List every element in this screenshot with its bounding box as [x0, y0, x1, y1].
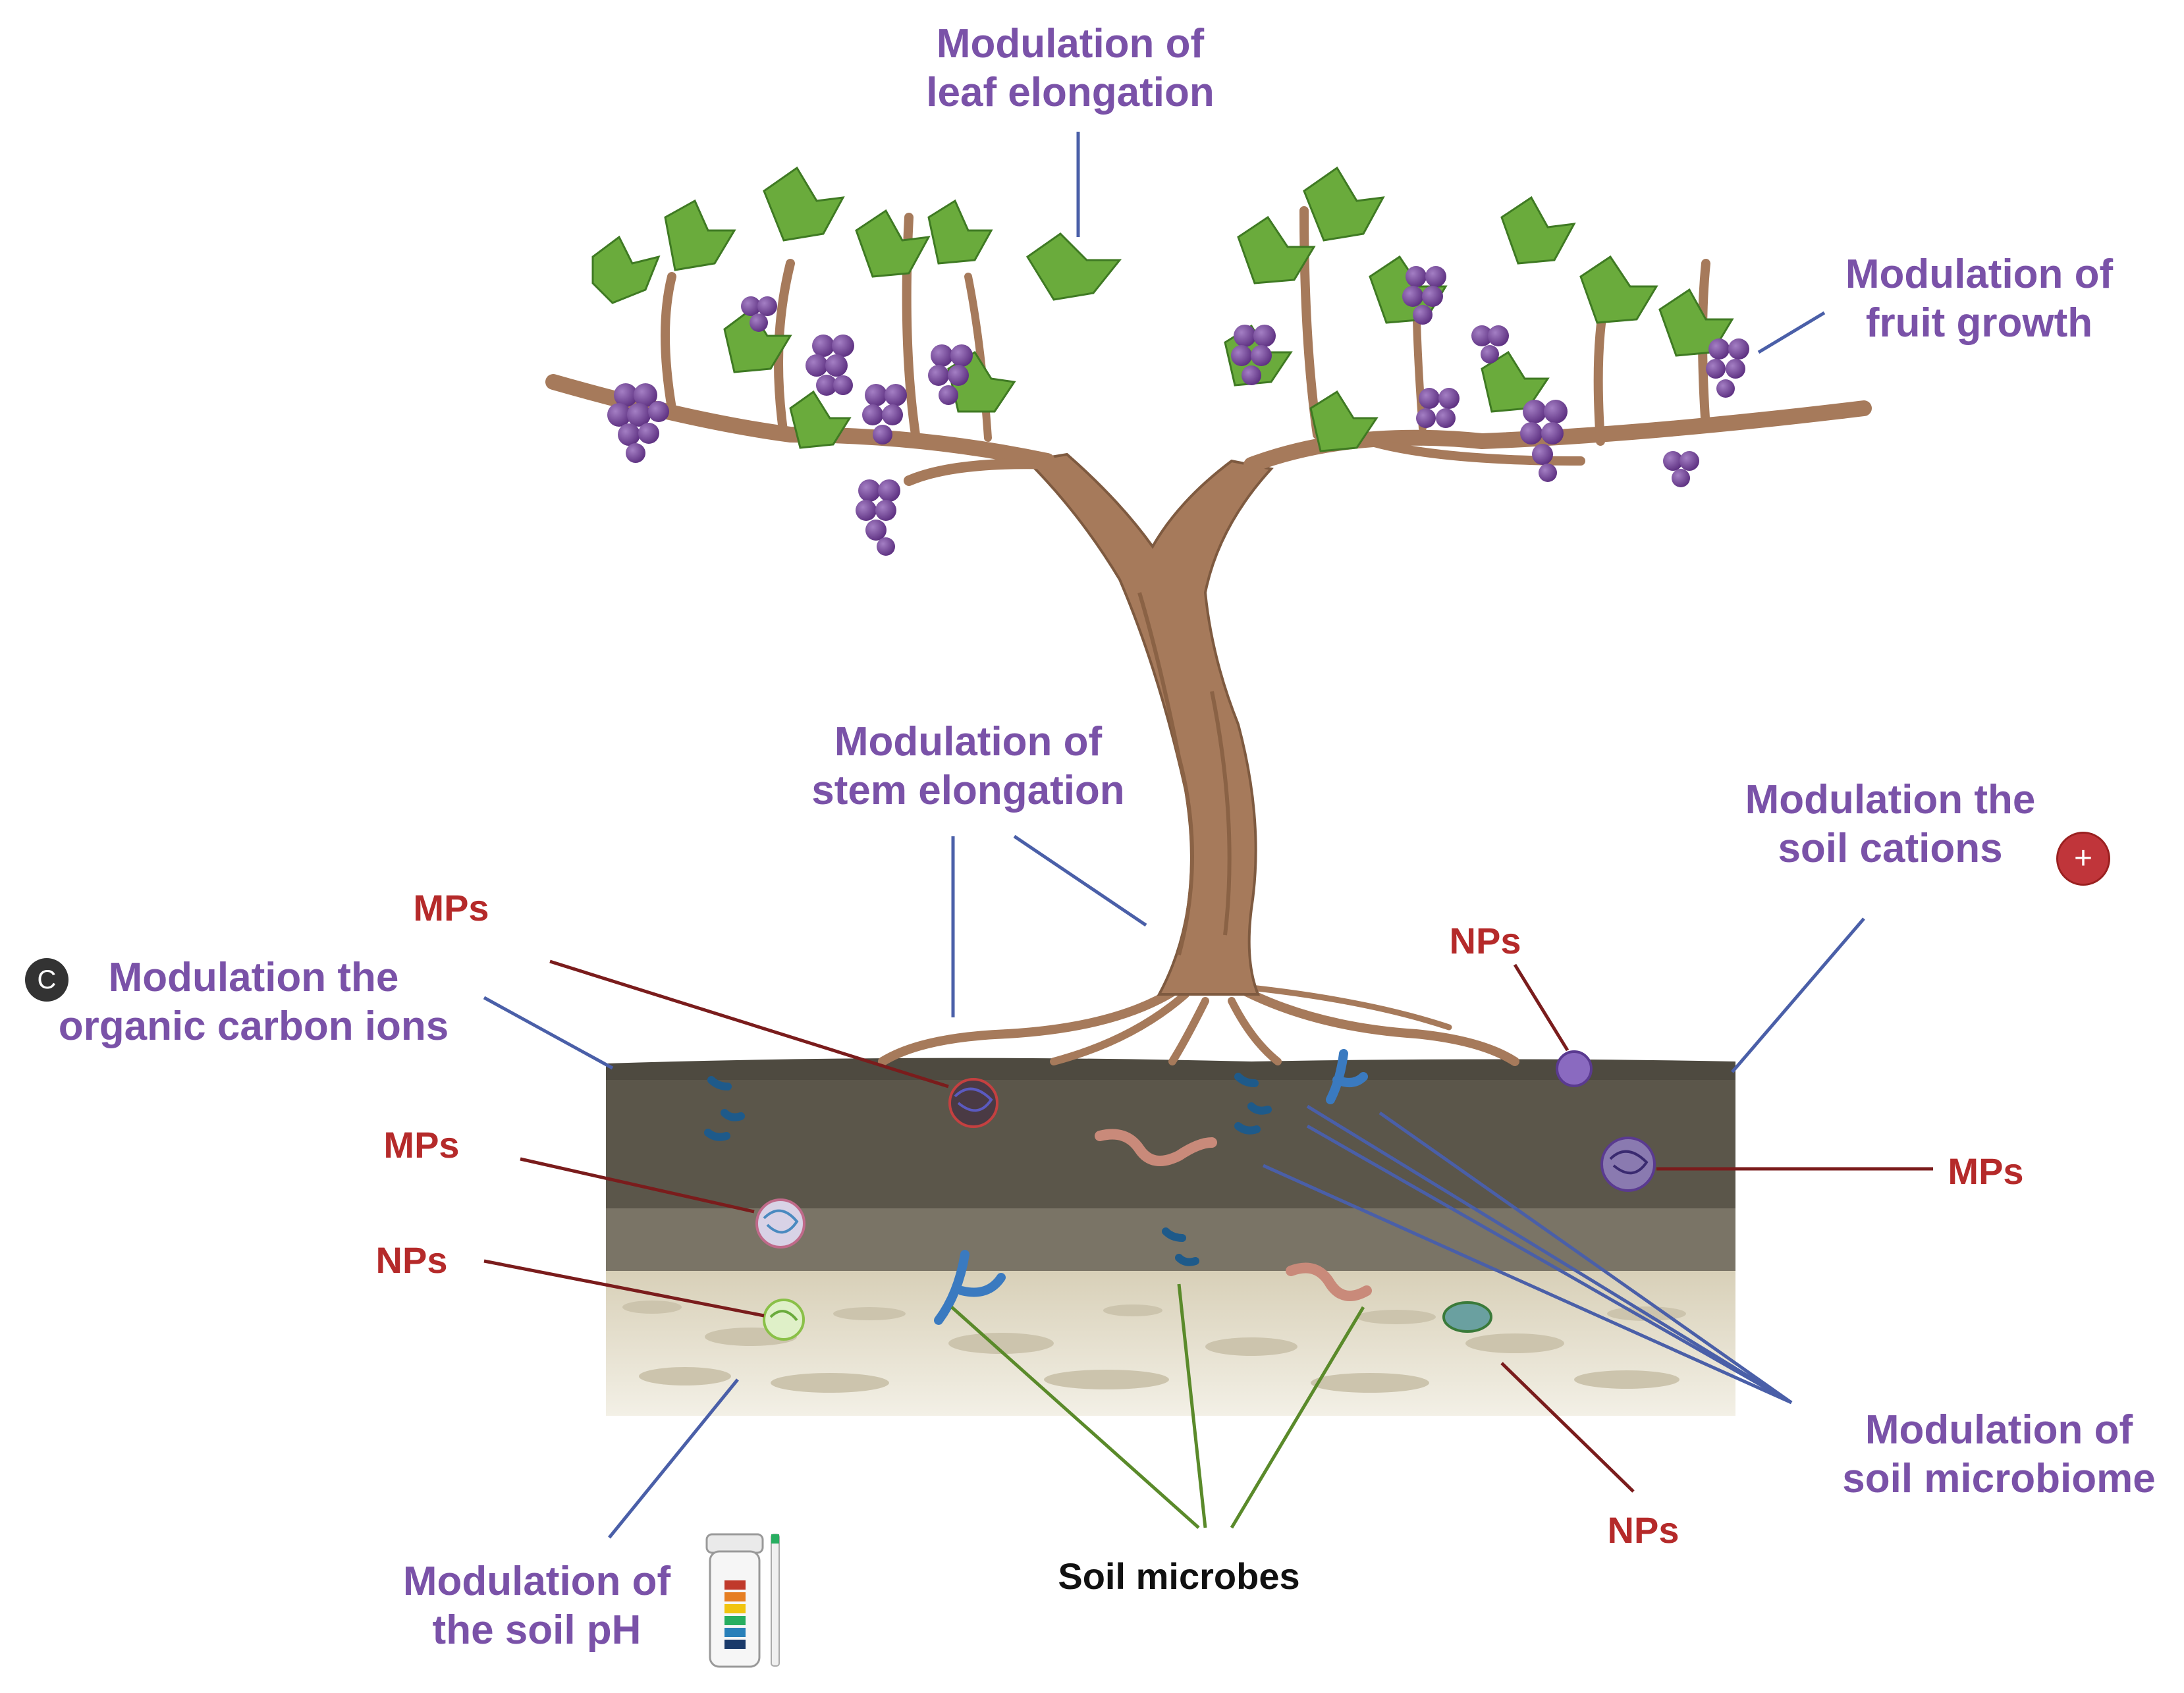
- label-carbon-line2: organic carbon ions: [58, 1004, 449, 1050]
- label-nps-left: NPs: [375, 1239, 448, 1281]
- label-nps-top-right: NPs: [1449, 920, 1521, 961]
- grape-cluster: [1706, 338, 1749, 398]
- nps-particle-top-right: [1556, 1050, 1593, 1087]
- bacteria: [704, 1073, 1272, 1266]
- leader-lines: [483, 132, 1933, 1539]
- grape-cluster: [856, 479, 900, 556]
- grape-clusters: [607, 266, 1749, 556]
- mps-particle-right: [1600, 1137, 1656, 1192]
- grape-cluster: [1231, 325, 1276, 385]
- grape-leaves: [591, 166, 1734, 452]
- nps-particle-bottom-right: [1442, 1301, 1492, 1333]
- grape-cluster: [805, 335, 854, 396]
- label-fruit-growth: Modulation of fruit growth: [1821, 250, 2137, 348]
- vine-trunk: [1024, 452, 1274, 996]
- label-mps-top: MPs: [413, 887, 489, 928]
- grape-cluster: [1416, 388, 1460, 428]
- label-mps-left: MPs: [383, 1124, 460, 1166]
- label-fruit-line2: fruit growth: [1865, 300, 2093, 346]
- carbon-badge-icon: C: [25, 958, 68, 1002]
- label-cations-line2: soil cations: [1778, 826, 2003, 872]
- label-cations-line1: Modulation the: [1745, 777, 2036, 822]
- vine-roots: [878, 983, 1519, 1066]
- nps-particle-left: [763, 1299, 805, 1341]
- fungal-hyphae: [934, 1049, 1368, 1325]
- label-stem-elongation: Modulation of stem elongation: [790, 718, 1146, 816]
- label-nps-bottom-right: NPs: [1607, 1509, 1679, 1551]
- label-stem-line2: stem elongation: [811, 768, 1125, 814]
- earthworms: [1095, 1129, 1372, 1301]
- label-ph-line2: the soil pH: [432, 1607, 642, 1653]
- grape-cluster: [1520, 400, 1568, 482]
- label-organic-carbon: Modulation the organic carbon ions: [46, 954, 461, 1052]
- label-stem-line1: Modulation of: [834, 719, 1103, 765]
- label-soil-cations: Modulation the soil cations: [1719, 776, 2061, 874]
- label-soil-microbiome: Modulation of soil microbiome: [1818, 1406, 2180, 1504]
- red-leaders: [483, 959, 1933, 1493]
- soil-microbes: [704, 1049, 1372, 1325]
- grape-cluster: [928, 344, 973, 405]
- green-leaders: [950, 1283, 1365, 1529]
- label-microbiome-line1: Modulation of: [1865, 1407, 2133, 1453]
- label-ph-line1: Modulation of: [402, 1559, 671, 1604]
- grape-cluster: [741, 296, 777, 332]
- label-carbon-line1: Modulation the: [108, 955, 399, 1000]
- label-leaf-line1: Modulation of: [936, 21, 1205, 67]
- grape-cluster: [1402, 266, 1446, 325]
- label-fruit-line1: Modulation of: [1845, 252, 2114, 297]
- mps-particle-top: [948, 1078, 998, 1128]
- label-microbiome-line2: soil microbiome: [1842, 1456, 2156, 1502]
- label-mps-right: MPs: [1948, 1150, 2024, 1192]
- label-soil-ph: Modulation of the soil pH: [382, 1557, 692, 1655]
- soil-dark-layer: [606, 1080, 1735, 1212]
- cation-badge-icon: +: [2056, 832, 2110, 886]
- label-leaf-elongation: Modulation of leaf elongation: [912, 20, 1228, 118]
- grape-cluster: [1471, 325, 1509, 363]
- grape-cluster: [862, 384, 907, 444]
- label-leaf-line2: leaf elongation: [926, 70, 1215, 116]
- label-soil-microbes: Soil microbes: [1058, 1555, 1300, 1597]
- mps-particle-left: [755, 1198, 805, 1249]
- grape-cluster: [1663, 451, 1699, 487]
- blue-leaders: [483, 132, 1865, 1539]
- ph-test-kit-icon: [705, 1533, 780, 1668]
- grape-cluster: [607, 383, 669, 463]
- plastic-particles: [755, 1050, 1656, 1341]
